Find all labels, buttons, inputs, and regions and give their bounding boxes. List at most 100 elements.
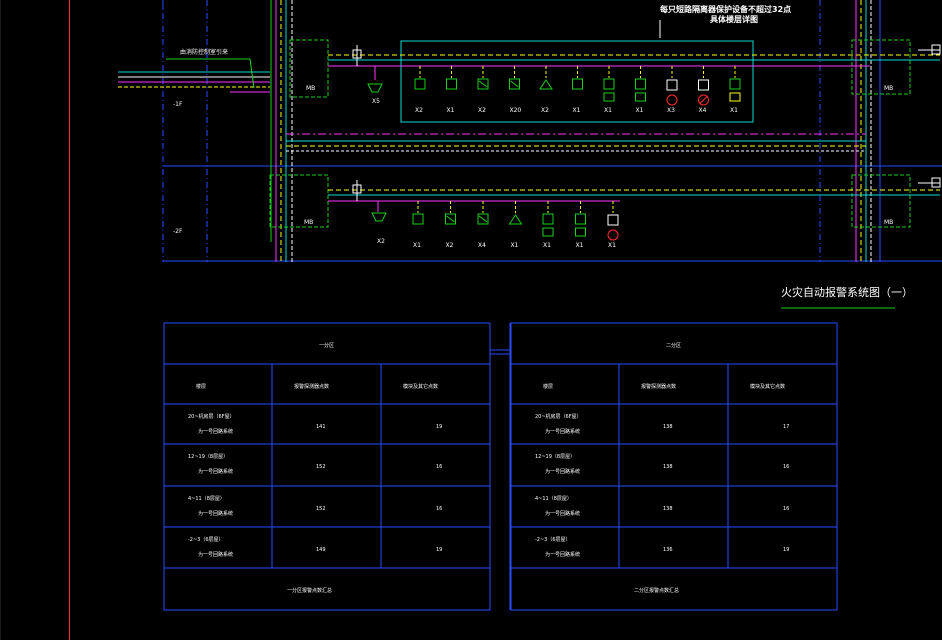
smoke-detector-icon [414,78,426,90]
row-loop: 为一号回路系统 [545,468,580,475]
device-io-module-icon[interactable]: X1 [575,201,586,249]
table-column-header: 模块及其它点数 [403,383,438,390]
bus-lower [328,180,940,202]
row-floor: 12~19（8层屋） [535,454,575,460]
table-column-header: 模块及其它点数 [750,383,785,390]
device-io-module-icon[interactable]: X1 [635,66,646,114]
table-footer: 二分区报警点数汇总 [634,587,679,594]
combined-detector-icon [477,213,489,225]
note-line2: 具体楼层详图 [710,14,758,24]
device-heat-detector-icon[interactable]: X2 [477,66,489,114]
input-module-icon [542,213,554,237]
row-floor: 4~11（8层屋） [188,496,225,502]
table-joiner [489,323,511,610]
mb-label-lower-right: MB [884,219,893,226]
device-input-module-icon[interactable]: X1 [603,66,615,114]
input-module-icon [603,78,615,102]
device-label: X2 [415,107,423,114]
heat-detector-icon [477,78,489,90]
svg-text:X2: X2 [377,238,385,245]
table-row[interactable]: 12~19（8层屋） 为一号回路系统 152 16 [188,454,442,475]
device-hydrant-button-icon[interactable]: X1 [572,66,583,114]
table-footer: 一分区报警点数汇总 [287,587,332,594]
device-label: X1 [608,242,616,249]
device-label: X2 [446,242,454,249]
lead-in-note: 由消防控制室引来 [180,48,228,56]
bus-upper [328,45,940,67]
right-stubs [918,44,941,188]
note-line1: 每只短路隔离器保护设备不超过32点 [660,4,791,14]
device-combined-detector-icon[interactable]: X20 [509,66,522,114]
device-sounder-icon[interactable]: X2 [539,66,553,114]
floor-grid [162,0,942,262]
floor-label-b2: -2F [173,228,183,235]
table-left: 一分区楼层报警探测器点数模块及其它点数20~机房层（6F屋）为一号回路系统141… [163,322,491,611]
sounder-icon [508,214,523,225]
device-label: X1 [511,242,519,249]
device-label: X20 [510,107,522,114]
row-loop: 为一号回路系统 [545,551,580,558]
sounder-icon [539,79,553,90]
fan-module-icon [698,79,709,106]
xs-device-lower: X2 [371,201,387,245]
io-module-icon [575,213,586,237]
device-label: X4 [699,107,707,114]
row-modules: 16 [783,464,789,470]
riser-lines [118,0,872,262]
device-label: X1 [447,107,455,114]
xs-device-upper: X5 [367,66,383,105]
io-module-icon [635,78,646,102]
mb-label-upper: MB [306,85,315,92]
device-fan-module-icon[interactable]: X4 [698,66,709,114]
device-label: X4 [478,242,486,249]
row-detectors: 141 [316,424,326,430]
device-sounder-icon[interactable]: X1 [508,201,523,249]
table-row[interactable]: 12~19（8层屋） 为一号回路系统 138 16 [535,454,789,475]
table-column-header: 报警探测器点数 [294,383,329,390]
row-floor: 12~19（8层屋） [188,454,228,460]
row-floor: 20~机房层（6F屋） [535,413,582,420]
row-detectors: 138 [663,464,673,470]
device-label: X3 [667,107,675,114]
device-motor-module-icon[interactable]: X1 [607,201,619,249]
row-modules: 19 [436,547,442,553]
svg-text:X5: X5 [372,98,380,105]
row-floor: 20~机房层（6F屋） [188,413,235,420]
row-detectors: 152 [316,464,326,470]
table-header: 一分区 [319,342,334,349]
device-label: X1 [573,107,581,114]
row-modules: 16 [783,506,789,512]
manual-alarm-icon [446,78,457,90]
device-smoke-detector-icon[interactable]: X1 [412,201,424,249]
device-label: X1 [636,107,644,114]
device-combined-detector-icon[interactable]: X4 [477,201,489,249]
device-motor-module-icon[interactable]: X3 [666,66,678,114]
device-input-module-icon[interactable]: X1 [542,201,554,249]
row-loop: 为一号回路系统 [545,510,580,517]
combined-detector-icon [509,78,520,90]
mb-label-upper-right: MB [884,85,893,92]
row-loop: 为一号回路系统 [545,428,580,435]
device-valve-module-icon[interactable]: X1 [729,66,741,114]
row-modules: 19 [783,547,789,553]
row-loop: 为一号回路系统 [198,510,233,517]
row-modules: 17 [783,424,789,430]
mb-label-lower: MB [304,219,313,226]
row-floor: -2~3（6层屋） [535,537,571,543]
device-label: X1 [576,242,584,249]
row-modules: 19 [436,424,442,430]
row-modules: 16 [436,464,442,470]
device-heat-detector-icon[interactable]: X2 [445,201,456,249]
device-smoke-detector-icon[interactable]: X2 [414,66,426,114]
heat-detector-icon [445,213,456,225]
row-loop: 为一号回路系统 [198,468,233,475]
device-manual-alarm-icon[interactable]: X1 [446,66,457,114]
